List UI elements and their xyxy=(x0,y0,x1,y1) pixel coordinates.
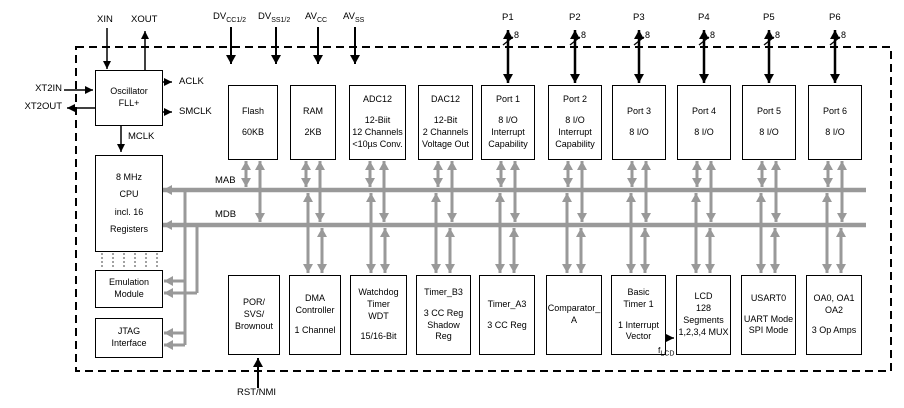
clock-signal-lines xyxy=(64,28,674,342)
block-port4: Port 4 8 I/O xyxy=(677,85,731,160)
block-timer-b3: Timer_B3 3 CC Reg Shadow Reg xyxy=(416,275,471,355)
block-adc12: ADC12 12-Biit 12 Channels <10µs Conv. xyxy=(349,85,406,160)
module-bus-arrows-bottom xyxy=(303,193,846,273)
p5-bus-width: 8 xyxy=(775,30,781,40)
block-port1: Port 1 8 I/O Interrupt Capability xyxy=(481,85,535,160)
p2-pin-label: P2 xyxy=(569,12,581,23)
block-usart0: USART0 UART Mode SPI Mode xyxy=(741,275,796,355)
xt2in-pin-label: XT2IN xyxy=(35,83,62,94)
power-pin-arrows xyxy=(226,27,360,64)
p6-pin-label: P6 xyxy=(829,12,841,23)
block-jtag-interface: JTAG Interface xyxy=(95,318,163,358)
block-ram: RAM 2KB xyxy=(290,85,336,160)
p4-bus-width: 8 xyxy=(710,30,716,40)
block-opamps: OA0, OA1 OA2 3 Op Amps xyxy=(806,275,862,355)
p5-pin-label: P5 xyxy=(763,12,775,23)
mdb-bus-label: MDB xyxy=(215,209,237,220)
port-pin-arrows xyxy=(502,30,841,83)
aclk-label: ACLK xyxy=(179,76,204,87)
block-por-svs-brownout: POR/ SVS/ Brownout xyxy=(228,275,280,355)
p4-pin-label: P4 xyxy=(698,12,710,23)
xt2out-pin-label: XT2OUT xyxy=(24,101,62,112)
p1-pin-label: P1 xyxy=(502,12,514,23)
chip-boundary xyxy=(75,46,892,372)
p3-bus-width: 8 xyxy=(645,30,651,40)
xin-pin-label: XIN xyxy=(97,14,113,25)
block-port2: Port 2 8 I/O Interrupt Capability xyxy=(548,85,602,160)
emulation-jtag-links xyxy=(164,192,199,350)
flcd-signal-label: fLCD xyxy=(658,345,675,358)
bus-width-slashes xyxy=(502,36,841,46)
block-basic-timer1: Basic Timer 1 1 Interrupt Vector xyxy=(611,275,666,355)
avss-pin-label: AVSS xyxy=(343,11,365,24)
block-timer-a3: Timer_A3 3 CC Reg xyxy=(479,275,535,355)
p2-bus-width: 8 xyxy=(581,30,587,40)
mclk-label: MCLK xyxy=(128,131,155,142)
module-bus-arrows-top xyxy=(241,161,847,222)
rst-nmi-pin-label: RST/NMI xyxy=(237,387,277,398)
xout-pin-label: XOUT xyxy=(131,14,158,25)
block-emulation-module: Emulation Module xyxy=(95,270,163,308)
cpu-emulation-dotted-links xyxy=(101,253,158,269)
block-comparator-a: Comparator_ A xyxy=(546,275,602,355)
block-cpu: 8 MHz CPU incl. 16 Registers xyxy=(95,155,163,252)
block-lcd: LCD 128 Segments 1,2,3,4 MUX xyxy=(676,275,731,355)
p6-bus-width: 8 xyxy=(841,30,847,40)
block-dma-controller: DMA Controller 1 Channel xyxy=(289,275,341,355)
block-port5: Port 5 8 I/O xyxy=(742,85,796,160)
smclk-label: SMCLK xyxy=(179,106,212,117)
p3-pin-label: P3 xyxy=(633,12,645,23)
block-flash: Flash 60KB xyxy=(228,85,278,160)
block-oscillator: Oscillator FLL+ xyxy=(95,70,163,126)
block-port3: Port 3 8 I/O xyxy=(612,85,666,160)
p1-bus-width: 8 xyxy=(514,30,520,40)
block-port6: Port 6 8 I/O xyxy=(808,85,862,160)
dvcc-pin-label: DVCC1/2 xyxy=(213,11,247,24)
block-dac12: DAC12 12-Bit 2 Channels Voltage Out xyxy=(418,85,473,160)
dvss-pin-label: DVSS1/2 xyxy=(258,11,291,24)
avcc-pin-label: AVCC xyxy=(305,11,328,24)
block-watchdog-timer: Watchdog Timer WDT 15/16-Bit xyxy=(350,275,407,355)
mab-bus-label: MAB xyxy=(215,175,236,186)
